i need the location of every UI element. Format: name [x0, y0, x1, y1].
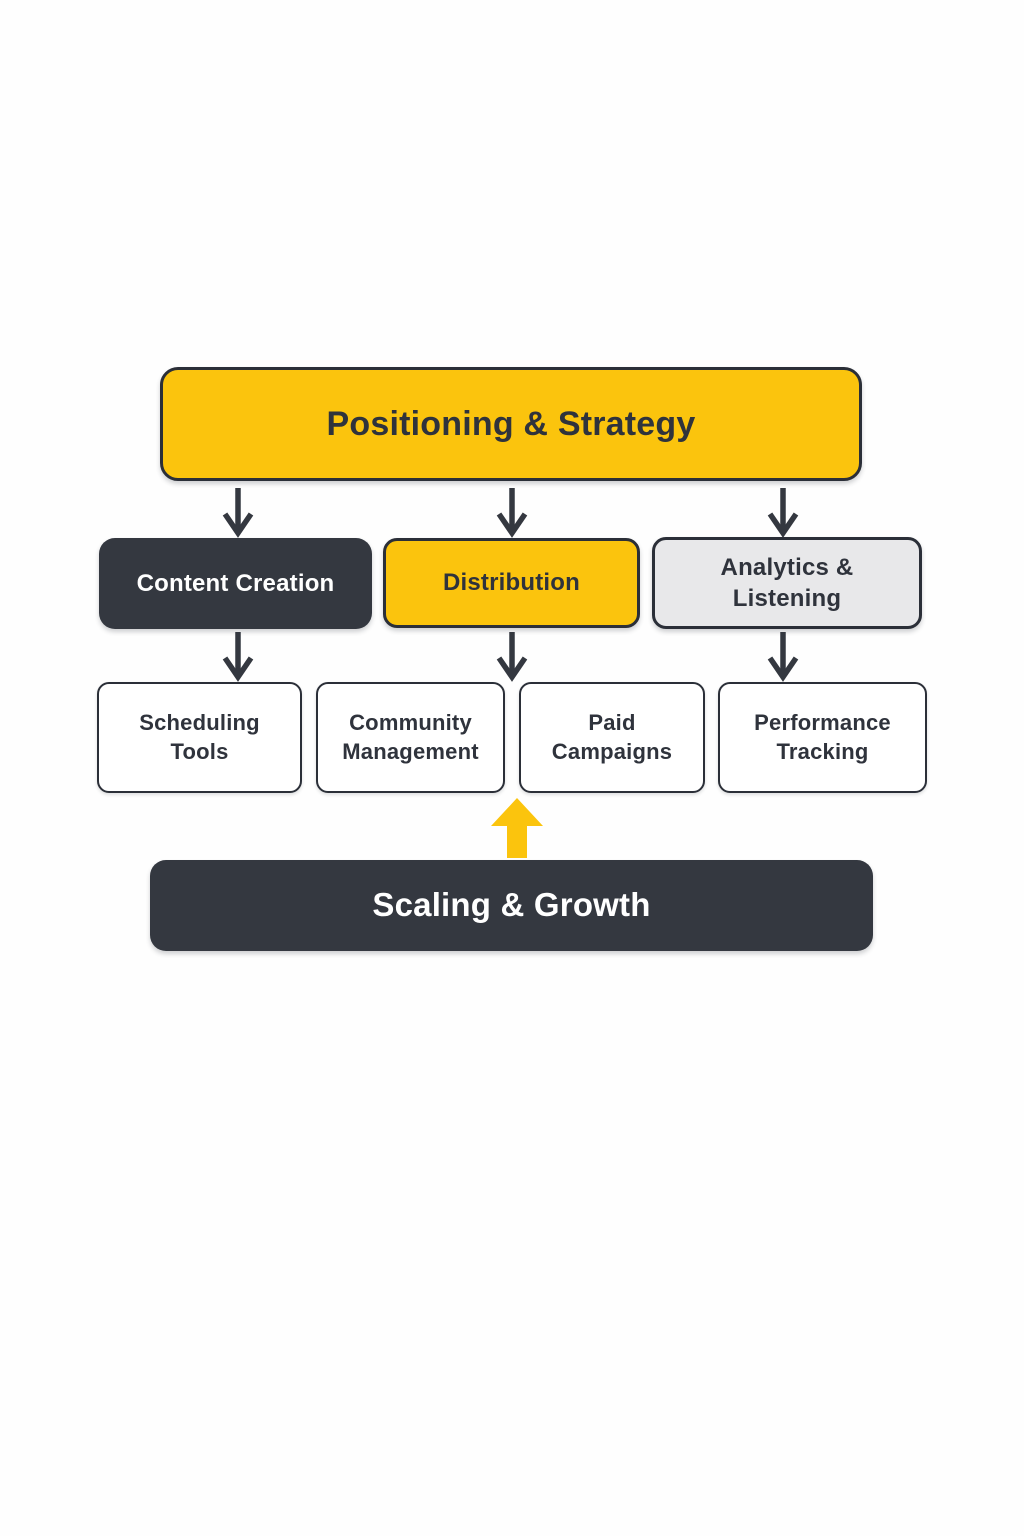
node-label: Community Management: [342, 709, 479, 764]
node-label: Scheduling Tools: [139, 709, 260, 764]
node-positioning-strategy: Positioning & Strategy: [160, 367, 862, 481]
node-label: Content Creation: [136, 569, 335, 597]
node-label: Distribution: [442, 569, 581, 597]
down-arrow-icon: [220, 487, 256, 539]
node-distribution: Distribution: [383, 538, 640, 628]
down-arrow-icon: [765, 487, 801, 539]
node-label: Paid Campaigns: [551, 709, 673, 764]
node-label: Performance Tracking: [754, 709, 891, 764]
node-scaling-growth: Scaling & Growth: [150, 860, 873, 951]
node-label: Scaling & Growth: [372, 886, 651, 924]
node-performance-tracking: Performance Tracking: [718, 682, 927, 793]
node-content-creation: Content Creation: [99, 538, 372, 629]
up-arrow-icon: [489, 798, 545, 858]
down-arrow-icon: [494, 487, 530, 539]
node-paid-campaigns: Paid Campaigns: [519, 682, 705, 793]
down-arrow-icon: [765, 631, 801, 683]
node-community-management: Community Management: [316, 682, 505, 793]
down-arrow-icon: [220, 631, 256, 683]
node-scheduling-tools: Scheduling Tools: [97, 682, 302, 793]
node-label: Positioning & Strategy: [326, 404, 696, 443]
down-arrow-icon: [494, 631, 530, 683]
node-label: Analytics & Listening: [720, 553, 854, 612]
node-analytics-listening: Analytics & Listening: [652, 537, 922, 629]
